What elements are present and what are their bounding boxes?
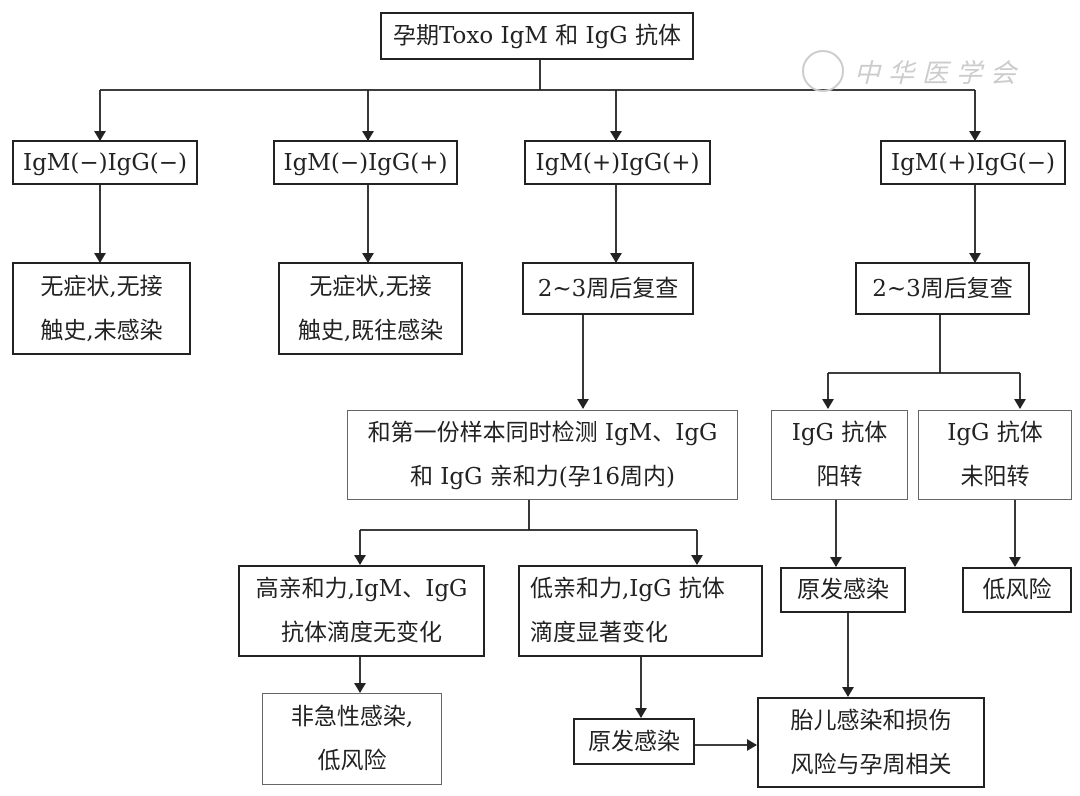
node-text: 抗体滴度无变化 xyxy=(281,620,442,646)
node-igm-neg-igg-neg: IgM(−)IgG(−) xyxy=(12,140,198,185)
node-text: IgM(−)IgG(+) xyxy=(283,149,448,176)
node-text: 原发感染 xyxy=(588,728,680,755)
node-text: 胎儿感染和损伤 xyxy=(790,707,952,734)
node-igg-seroconvert: IgG 抗体阳转 xyxy=(771,410,908,500)
node-text: 风险与孕周相关 xyxy=(790,751,952,778)
node-igm-neg-igg-pos: IgM(−)IgG(+) xyxy=(273,140,458,185)
node-text: 非急性感染, xyxy=(290,704,414,730)
node-text: 未阳转 xyxy=(960,464,1030,490)
node-igg-no-seroconvert: IgG 抗体未阳转 xyxy=(918,410,1072,500)
node-recheck-1: 2~3周后复查 xyxy=(522,262,694,315)
node-text: 无症状,无接 xyxy=(40,273,163,300)
node-igm-pos-igg-pos: IgM(+)IgG(+) xyxy=(524,140,711,185)
node-text: 低风险 xyxy=(982,577,1052,603)
watermark-logo: 中华医学会 xyxy=(802,50,1024,92)
node-text: 高亲和力,IgM、IgG xyxy=(255,576,468,602)
node-avidity-test: 和第一份样本同时检测 IgM、IgG 和 IgG 亲和力(孕16周内) xyxy=(347,410,738,500)
node-text: 和 IgG 亲和力(孕16周内) xyxy=(409,464,676,490)
node-text: 无症状,无接 xyxy=(309,273,432,300)
node-low-risk: 低风险 xyxy=(962,567,1072,613)
node-text: 低亲和力,IgG 抗体 xyxy=(530,576,725,602)
node-text: 孕期Toxo IgM 和 IgG 抗体 xyxy=(392,23,681,49)
node-high-avidity: 高亲和力,IgM、IgG 抗体滴度无变化 xyxy=(238,565,485,657)
node-recheck-2: 2~3周后复查 xyxy=(855,262,1030,315)
node-text: IgM(+)IgG(−) xyxy=(891,149,1055,176)
node-text: 和第一份样本同时检测 IgM、IgG xyxy=(367,420,718,446)
node-igm-pos-igg-neg: IgM(+)IgG(−) xyxy=(880,140,1066,185)
seal-icon xyxy=(802,50,844,92)
node-primary-infection-2: 原发感染 xyxy=(780,567,906,613)
node-text: 触史,未感染 xyxy=(40,317,163,344)
node-text: IgM(+)IgG(+) xyxy=(535,149,700,176)
node-low-avidity: 低亲和力,IgG 抗体滴度显著变化 xyxy=(518,565,763,657)
node-text: 2~3周后复查 xyxy=(537,275,679,302)
node-text: 触史,既往感染 xyxy=(297,317,444,344)
node-fetal-risk: 胎儿感染和损伤风险与孕周相关 xyxy=(757,697,985,788)
node-text: 滴度显著变化 xyxy=(530,620,668,646)
node-not-infected: 无症状,无接触史,未感染 xyxy=(12,262,191,355)
node-text: IgM(−)IgG(−) xyxy=(23,149,187,176)
node-text: 阳转 xyxy=(816,464,863,490)
node-text: 低风险 xyxy=(317,748,387,774)
node-text: IgG 抗体 xyxy=(947,420,1043,446)
node-primary-infection-1: 原发感染 xyxy=(573,718,695,765)
node-text: IgG 抗体 xyxy=(791,420,888,446)
watermark-text: 中华医学会 xyxy=(854,58,1025,89)
node-text: 2~3周后复查 xyxy=(872,275,1013,302)
node-past-infection: 无症状,无接触史,既往感染 xyxy=(278,262,463,355)
node-root: 孕期Toxo IgM 和 IgG 抗体 xyxy=(380,12,694,60)
node-text: 原发感染 xyxy=(797,577,889,603)
node-non-acute: 非急性感染, 低风险 xyxy=(262,693,442,785)
